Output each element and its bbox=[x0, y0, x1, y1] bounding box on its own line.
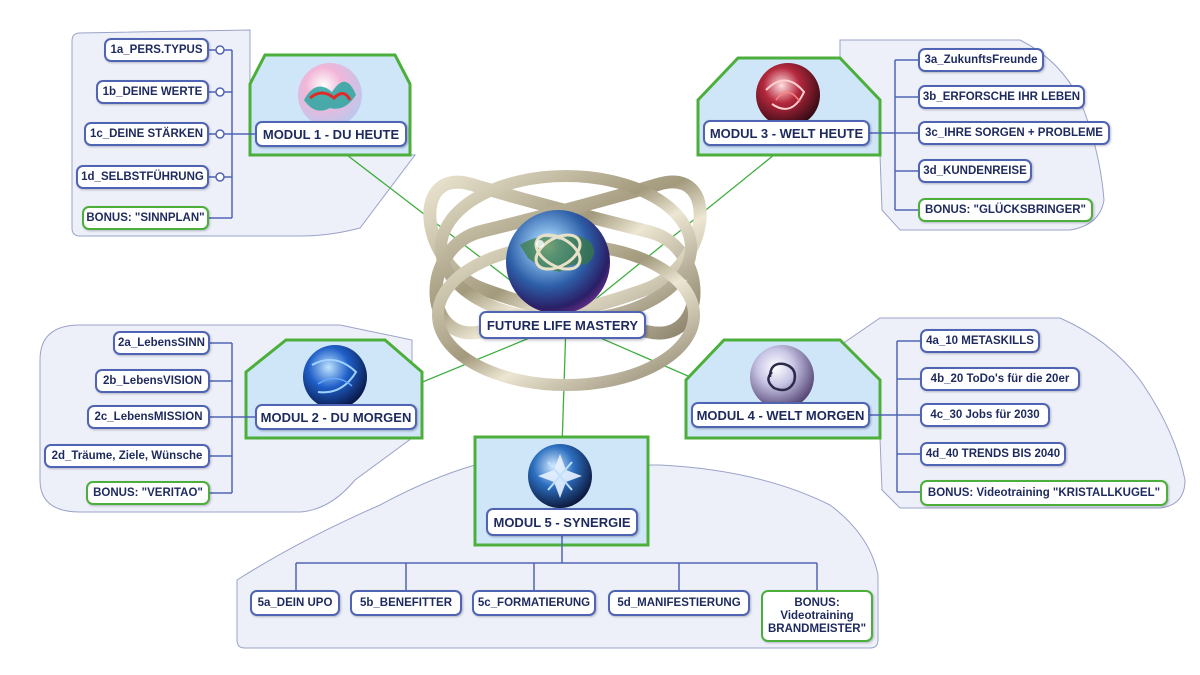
node-4-bonus[interactable]: BONUS: Videotraining "KRISTALLKUGEL" bbox=[920, 480, 1168, 506]
node-4b[interactable]: 4b_20 ToDo's für die 20er bbox=[920, 367, 1080, 391]
red-swirl-icon bbox=[756, 63, 820, 127]
node-5-bonus-line-2: Videotraining bbox=[780, 609, 854, 622]
connectors-modul-1 bbox=[209, 45, 255, 219]
spiral-orb-icon bbox=[750, 345, 814, 409]
node-4d[interactable]: 4d_40 TRENDS BIS 2040 bbox=[920, 442, 1066, 466]
abstract-wave-icon bbox=[298, 63, 362, 127]
node-2d[interactable]: 2d_Träume, Ziele, Wünsche bbox=[44, 444, 210, 468]
node-3d[interactable]: 3d_KUNDENREISE bbox=[918, 159, 1032, 183]
modul-1-node[interactable]: MODUL 1 - DU HEUTE bbox=[255, 121, 407, 147]
modul-4-node[interactable]: MODUL 4 - WELT MORGEN bbox=[691, 402, 870, 428]
node-3c[interactable]: 3c_IHRE SORGEN + PROBLEME bbox=[918, 121, 1110, 145]
node-5a[interactable]: 5a_DEIN UPO bbox=[250, 590, 340, 616]
modul-3-node[interactable]: MODUL 3 - WELT HEUTE bbox=[703, 120, 870, 146]
node-1d[interactable]: 1d_SELBSTFÜHRUNG bbox=[76, 165, 209, 189]
connectors-modul-4 bbox=[870, 340, 920, 493]
node-5d[interactable]: 5d_MANIFESTIERUNG bbox=[608, 590, 750, 616]
node-5-bonus-line-1: BONUS: bbox=[794, 596, 840, 609]
node-5c[interactable]: 5c_FORMATIERUNG bbox=[472, 590, 596, 616]
central-node[interactable]: FUTURE LIFE MASTERY bbox=[479, 311, 646, 339]
node-1b[interactable]: 1b_DEINE WERTE bbox=[96, 80, 209, 104]
node-2a[interactable]: 2a_LebensSINN bbox=[113, 331, 210, 355]
blue-swirl-icon bbox=[303, 345, 367, 409]
node-5b[interactable]: 5b_BENEFITTER bbox=[350, 590, 462, 616]
node-1a[interactable]: 1a_PERS.TYPUS bbox=[104, 38, 209, 62]
connectors-modul-5 bbox=[295, 520, 818, 590]
node-2-bonus[interactable]: BONUS: "VERITAO" bbox=[86, 481, 210, 505]
node-4a[interactable]: 4a_10 METASKILLS bbox=[920, 329, 1040, 353]
modul-2-node[interactable]: MODUL 2 - DU MORGEN bbox=[255, 404, 417, 430]
node-2c[interactable]: 2c_LebensMISSION bbox=[87, 405, 210, 429]
node-2b[interactable]: 2b_LebensVISION bbox=[95, 369, 210, 393]
node-5-bonus-line-3: BRANDMEISTER" bbox=[767, 622, 867, 635]
connectors-modul-2 bbox=[210, 342, 255, 494]
node-3a[interactable]: 3a_ZukunftsFreunde bbox=[918, 48, 1044, 72]
node-1-bonus[interactable]: BONUS: "SINNPLAN" bbox=[82, 206, 209, 230]
node-4c[interactable]: 4c_30 Jobs für 2030 bbox=[920, 403, 1050, 427]
star-crystal-icon bbox=[528, 444, 592, 508]
node-1c[interactable]: 1c_DEINE STÄRKEN bbox=[84, 122, 209, 146]
connectors-modul-3 bbox=[870, 59, 918, 211]
modul-5-node[interactable]: MODUL 5 - SYNERGIE bbox=[486, 508, 638, 536]
node-5-bonus[interactable]: BONUS: Videotraining BRANDMEISTER" bbox=[761, 590, 873, 642]
node-3b[interactable]: 3b_ERFORSCHE IHR LEBEN bbox=[918, 85, 1085, 109]
node-3-bonus[interactable]: BONUS: "GLÜCKSBRINGER" bbox=[918, 198, 1093, 222]
earth-globe-icon bbox=[506, 210, 610, 314]
